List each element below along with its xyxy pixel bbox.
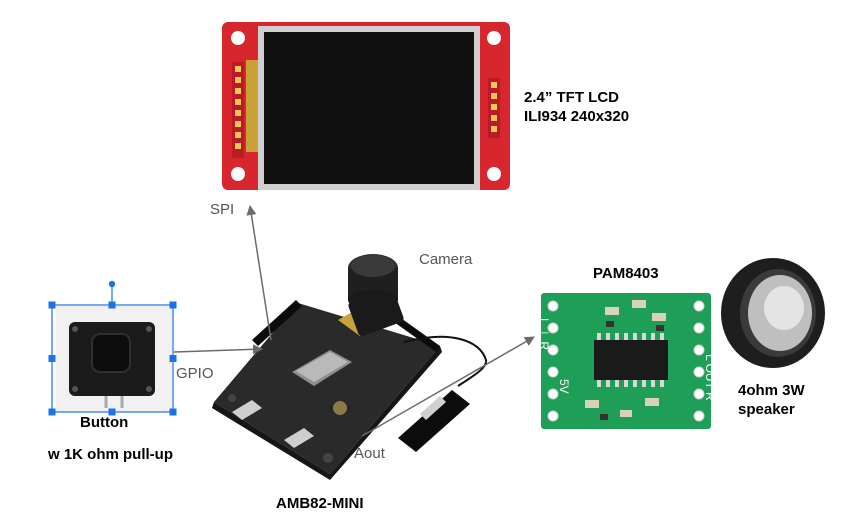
speaker-label-line2: speaker <box>738 401 795 418</box>
board-label: AMB82-MINI <box>276 495 364 512</box>
amp-pcb-5v-text: 5V <box>557 379 571 394</box>
lcd-label-line1: 2.4” TFT LCD <box>524 89 620 106</box>
button-image <box>56 306 172 412</box>
gpio-label: GPIO <box>176 365 214 382</box>
aout-label: Aout <box>354 445 385 462</box>
amb82-mini-board <box>212 300 442 480</box>
amp-pcb-out-text: L OUT R <box>703 354 717 401</box>
speaker-label-line1: 4ohm 3W <box>738 382 805 399</box>
tft-lcd-module <box>222 22 510 190</box>
wifi-antenna <box>398 335 488 452</box>
spi-arrow <box>246 205 272 341</box>
pam8403-module: L ⊥ R 5V L OUT R <box>537 293 717 429</box>
selection-box[interactable] <box>48 280 177 416</box>
amp-label: PAM8403 <box>593 265 659 282</box>
spi-label: SPI <box>210 201 235 218</box>
button-sublabel: w 1K ohm pull-up <box>48 446 173 463</box>
lcd-label-line2: ILI934 240x320 <box>524 108 630 125</box>
button-label: Button <box>80 414 129 431</box>
camera-label: Camera <box>419 251 473 268</box>
amp-pcb-left-top-text: L ⊥ R <box>537 318 551 350</box>
aout-arrow <box>361 336 535 437</box>
camera-module <box>348 254 404 336</box>
speaker-image <box>721 258 825 368</box>
gpio-arrow <box>173 344 263 355</box>
